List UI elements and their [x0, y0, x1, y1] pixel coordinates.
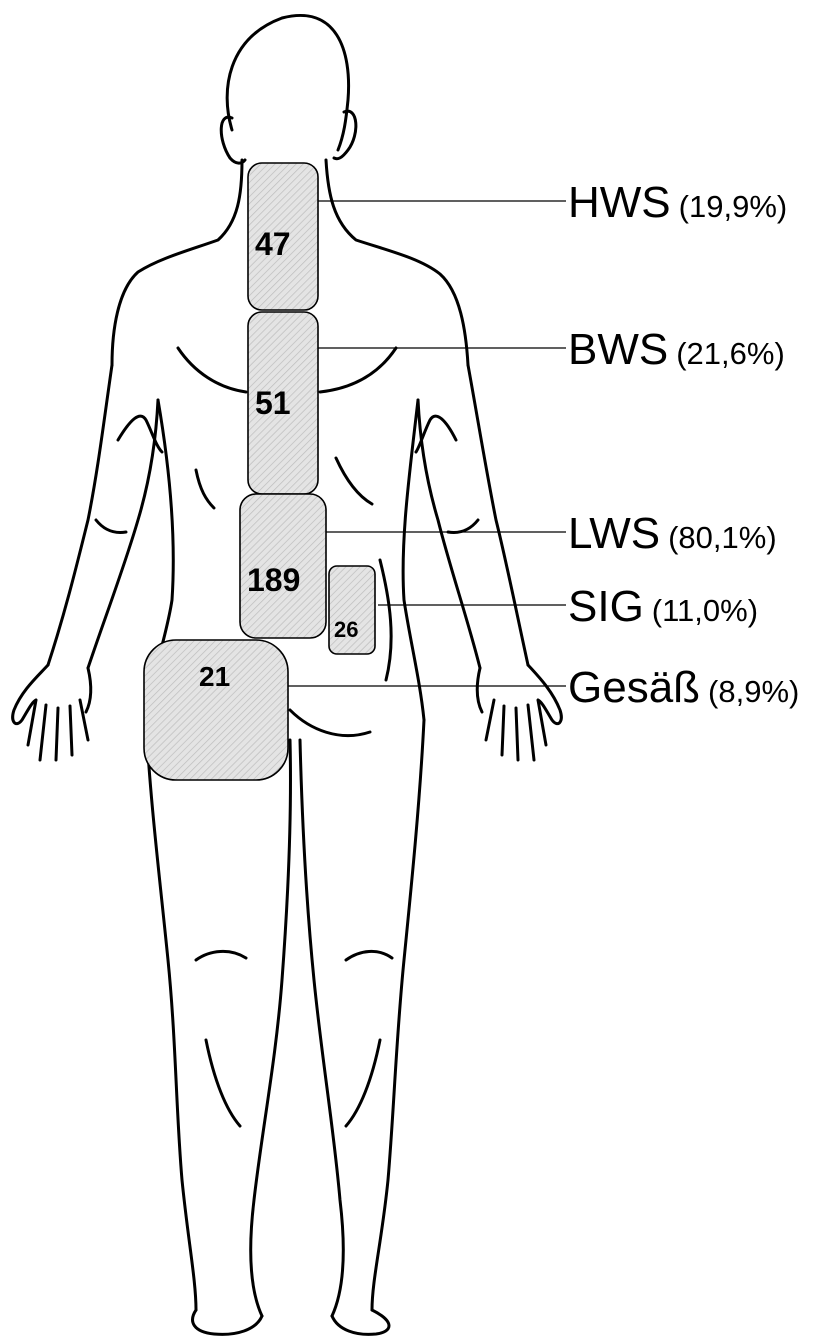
- left-scapula: [178, 348, 246, 392]
- label-sig: SIG(11,0%): [568, 582, 758, 631]
- torso-right-side: [403, 400, 424, 720]
- right-hand: [477, 665, 561, 760]
- left-ear: [221, 117, 245, 163]
- label-gesass-name: Gesäß: [568, 663, 700, 712]
- region-labels: HWS(19,9%) BWS(21,6%) LWS(80,1%) SIG(11,…: [568, 178, 799, 712]
- left-leg-outer: [146, 720, 196, 1310]
- right-elbow: [448, 520, 478, 533]
- right-hip-curve: [380, 560, 391, 680]
- right-knee: [346, 951, 392, 960]
- left-foot: [193, 1310, 262, 1334]
- right-leg-outer: [372, 720, 424, 1310]
- label-hws-name: HWS: [568, 178, 671, 227]
- label-lws-percent: (80,1%): [668, 520, 777, 555]
- right-calf: [346, 1040, 380, 1126]
- right-arm-outer: [468, 365, 528, 665]
- count-sig: 26: [334, 617, 358, 642]
- head-outline: [227, 15, 348, 150]
- label-hws: HWS(19,9%): [568, 178, 787, 227]
- left-calf: [206, 1040, 240, 1126]
- label-bws-percent: (21,6%): [676, 336, 785, 371]
- right-foot: [332, 1310, 389, 1334]
- right-scapula: [320, 348, 396, 392]
- label-lws: LWS(80,1%): [568, 509, 777, 558]
- label-gesass-percent: (8,9%): [708, 674, 799, 709]
- label-sig-name: SIG: [568, 582, 644, 631]
- left-oblique: [196, 470, 214, 508]
- count-hws: 47: [255, 226, 291, 262]
- left-arm-outer: [48, 365, 112, 665]
- left-shoulder: [112, 160, 242, 365]
- label-gesass: Gesäß(8,9%): [568, 663, 799, 712]
- left-leg-inner: [251, 740, 291, 1316]
- left-knee: [196, 951, 246, 960]
- label-lws-name: LWS: [568, 509, 660, 558]
- left-elbow: [96, 520, 126, 533]
- label-bws-name: BWS: [568, 325, 668, 374]
- count-lws: 189: [247, 562, 300, 598]
- right-oblique: [336, 458, 372, 504]
- right-arm-inner: [418, 400, 480, 668]
- label-bws: BWS(21,6%): [568, 325, 785, 374]
- right-shoulder: [326, 160, 468, 365]
- gluteal-crease: [290, 710, 370, 736]
- label-sig-percent: (11,0%): [652, 593, 758, 628]
- count-gesass: 21: [199, 661, 230, 692]
- right-leg-inner: [300, 740, 343, 1316]
- left-hand: [13, 665, 91, 760]
- count-bws: 51: [255, 385, 291, 421]
- label-hws-percent: (19,9%): [679, 189, 788, 224]
- left-arm-inner: [88, 400, 158, 668]
